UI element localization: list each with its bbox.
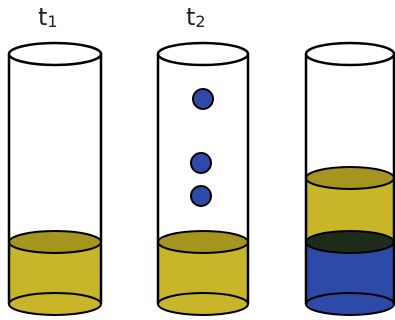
tube-2-rim — [156, 41, 250, 67]
tube-3-rim — [304, 41, 395, 67]
tube-2-liquid-surface — [157, 230, 249, 254]
tube-2 — [156, 41, 250, 316]
label-t2: t2 — [186, 2, 206, 35]
label-t2-base: t — [186, 3, 196, 31]
tube-3-interface — [305, 230, 395, 254]
tube-3 — [304, 41, 395, 316]
label-t1-base: t — [38, 3, 48, 31]
tube-2-bead-2 — [190, 152, 212, 174]
label-t1-subscript: 1 — [47, 12, 58, 31]
tube-2-bead-3 — [190, 185, 212, 207]
label-t2-subscript: 2 — [195, 12, 206, 31]
tube-1-liquid-surface — [8, 230, 102, 254]
label-t1: t1 — [38, 2, 58, 35]
tube-1-rim — [7, 41, 103, 67]
tube-2-bead-1 — [192, 88, 214, 110]
tube-1 — [7, 41, 103, 316]
tube-3-liquid-surface — [305, 166, 395, 190]
